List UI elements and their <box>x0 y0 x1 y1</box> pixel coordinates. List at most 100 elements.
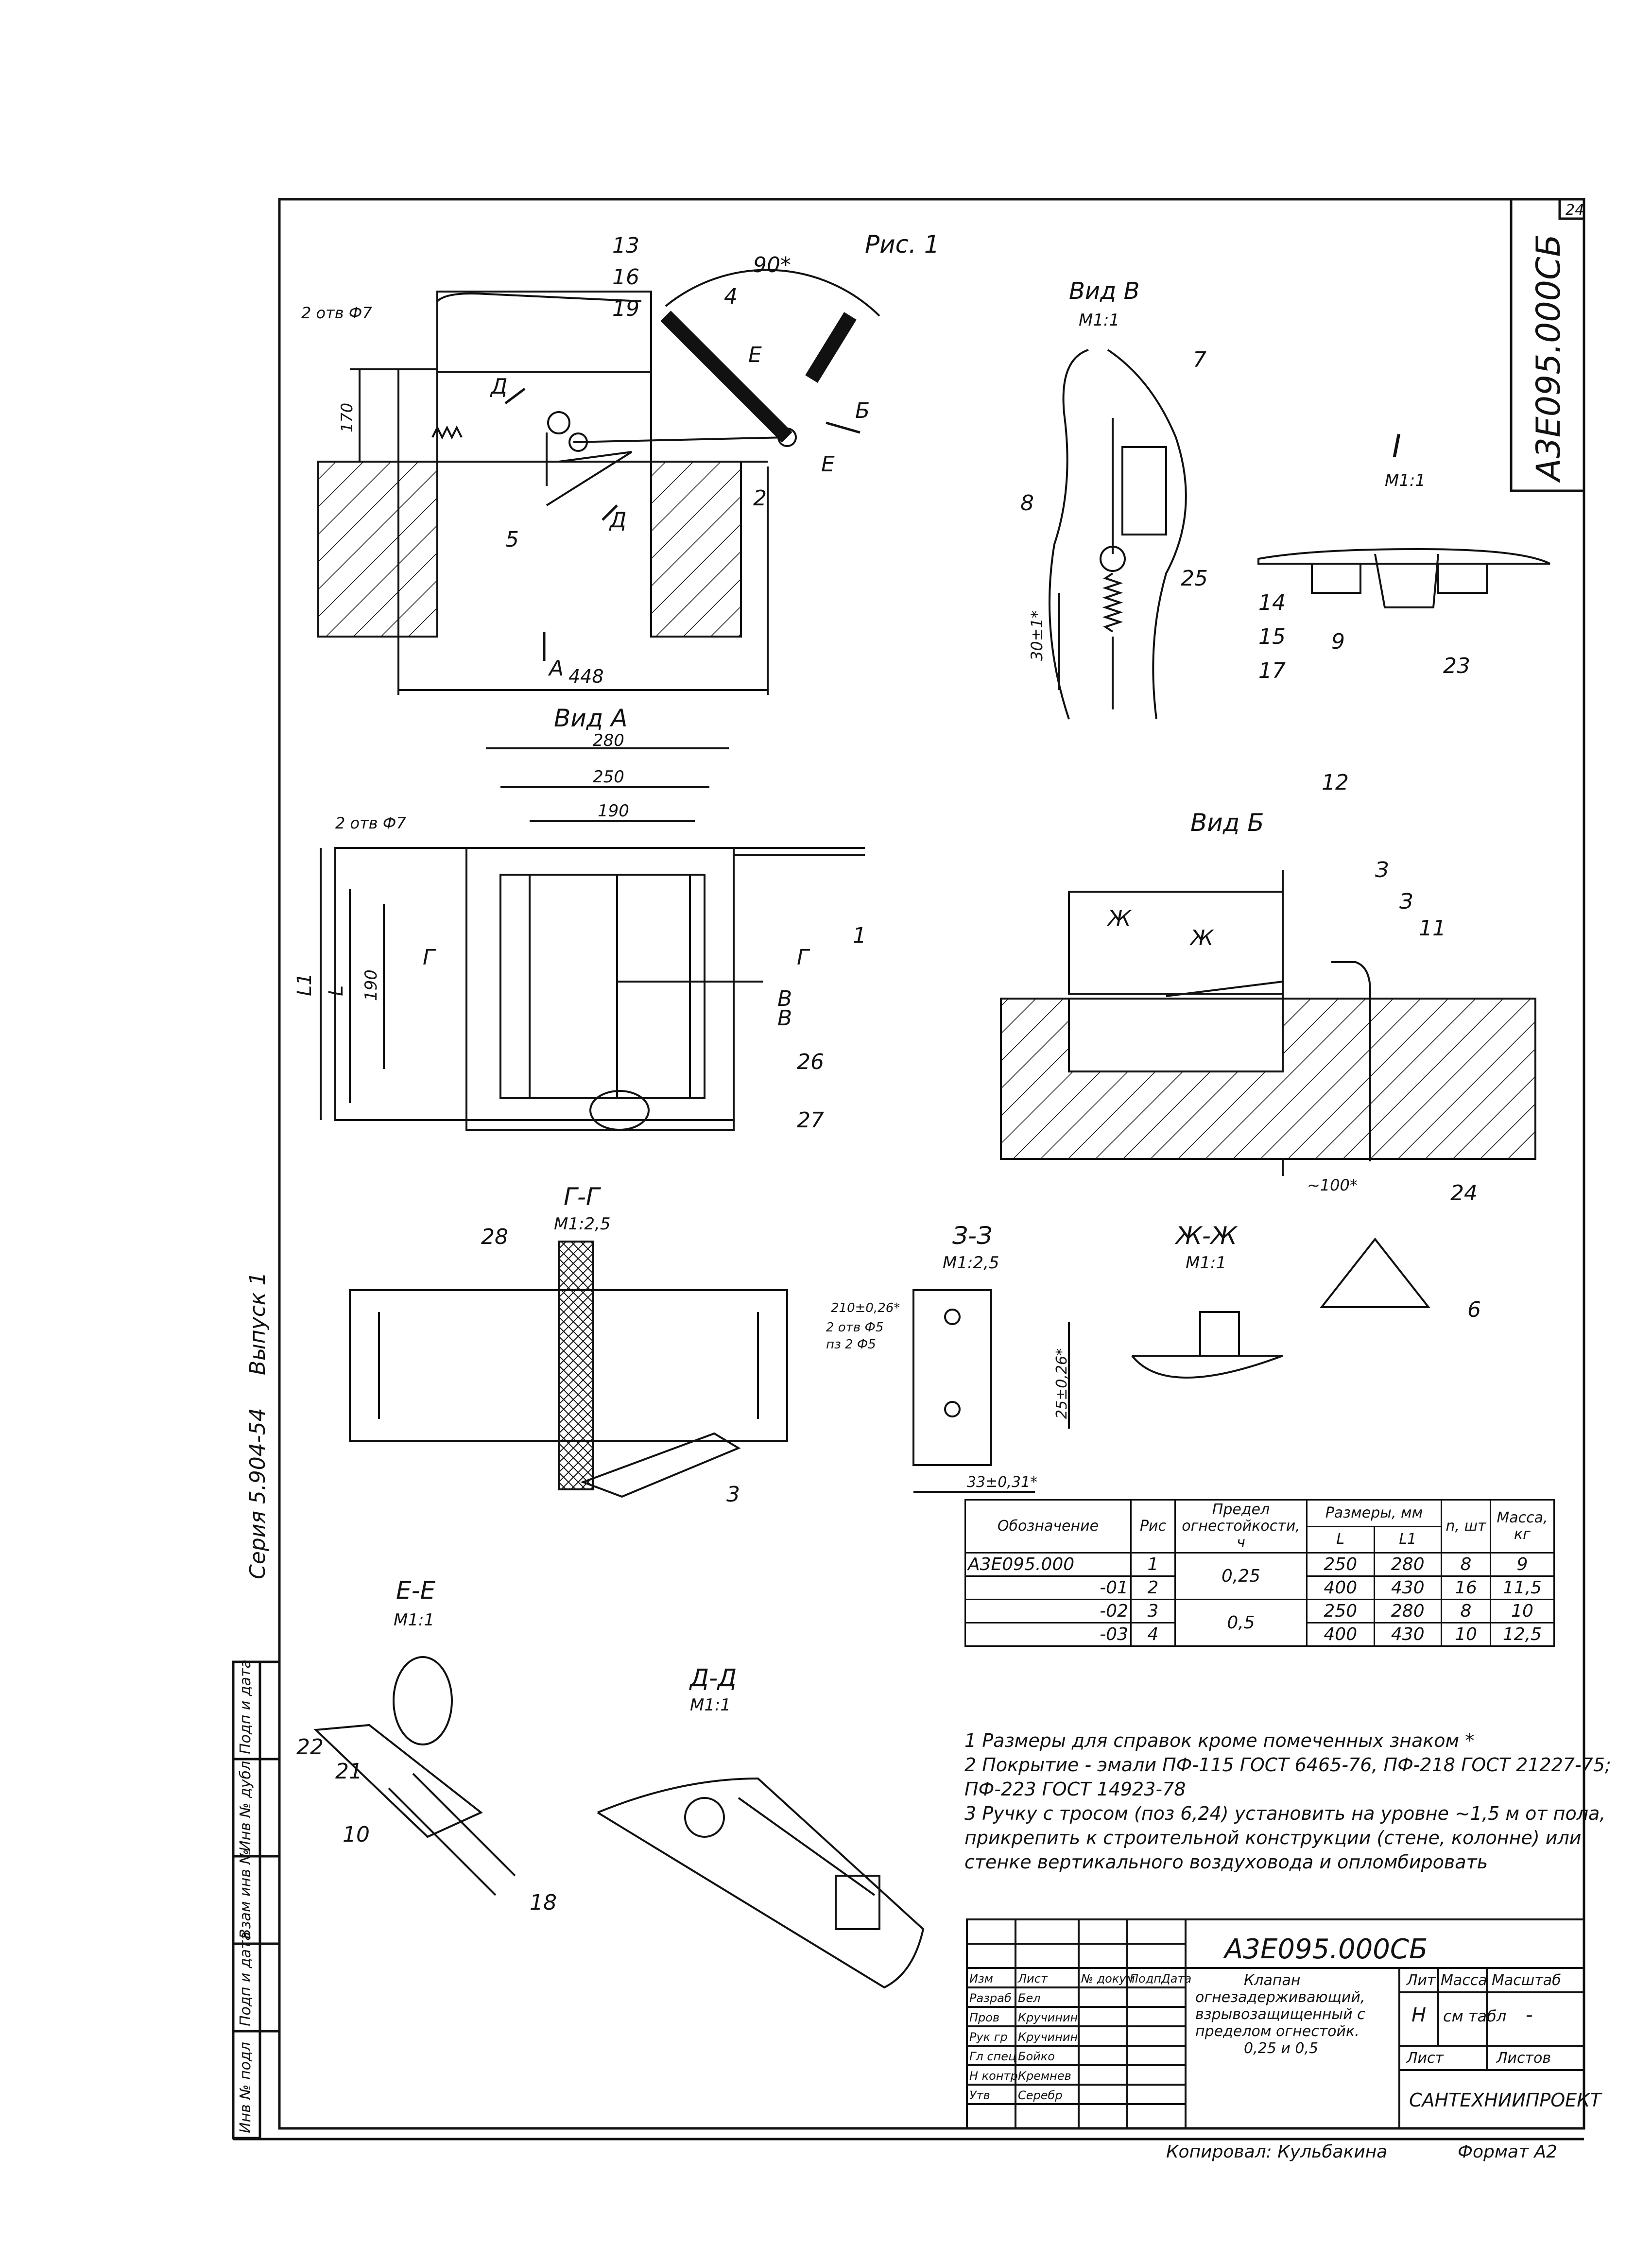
cell: -01 <box>964 1575 1132 1600</box>
note-line: стенке вертикального воздуховода и оплом… <box>964 1851 1488 1873</box>
callout-24: 24 <box>1450 1181 1478 1206</box>
stamp-label: Подп и дата <box>237 1932 254 2026</box>
section-letter: В <box>777 986 792 1011</box>
mass-value: см табл <box>1443 2007 1506 2025</box>
section-letter: Г <box>797 945 810 970</box>
callout-21: 21 <box>335 1759 362 1784</box>
cell: 1 <box>1130 1552 1176 1577</box>
spec-header: Рис <box>1130 1499 1176 1554</box>
cell: 400 <box>1306 1622 1375 1647</box>
callout-28: 28 <box>481 1225 508 1249</box>
callout-4: 4 <box>724 284 738 309</box>
series-label: Серия 5.904-54 <box>245 1408 270 1579</box>
fig1-section-view <box>317 269 880 695</box>
spec-header: Масса, кг <box>1490 1499 1555 1554</box>
title-name-line: взрывозащищенный с <box>1195 2006 1365 2023</box>
sec-zz-title: З-З <box>952 1222 992 1250</box>
tb-name: Серебр <box>1018 2089 1063 2102</box>
cell: 9 <box>1490 1552 1555 1577</box>
section-letter: А <box>548 656 564 681</box>
table-row: -01 2 400 430 16 11,5 <box>964 1575 1555 1600</box>
cell: 430 <box>1373 1622 1442 1647</box>
tb-name: Бел <box>1018 1991 1041 2005</box>
callout-27: 27 <box>797 1108 824 1133</box>
copied-by: Копировал: Кульбакина <box>1166 2142 1387 2162</box>
dim-25: 25±0,26* <box>1053 1348 1070 1419</box>
tb-name: Кручинин <box>1018 2011 1078 2024</box>
section-letter: Д <box>609 508 626 533</box>
callout-1: 1 <box>853 923 866 948</box>
tb-header: Подп <box>1130 1972 1161 1986</box>
section-letter: З <box>1399 889 1413 914</box>
table-row: -03 4 400 430 10 12,5 <box>964 1622 1555 1647</box>
section-letter: З <box>1375 858 1389 882</box>
tb-role: Гл спец <box>969 2050 1016 2063</box>
cell: 10 <box>1441 1622 1491 1647</box>
sec-zhzh-scale: М1:1 <box>1186 1253 1226 1273</box>
view-b-title: Вид Б <box>1190 809 1264 837</box>
company: САНТЕХНИИПРОЕКТ <box>1409 2089 1602 2111</box>
cell: -03 <box>964 1622 1132 1647</box>
cell: 0,25 <box>1174 1552 1308 1600</box>
otv-label-1: 2 отв Ф7 <box>301 304 372 322</box>
callout-22: 22 <box>296 1735 324 1760</box>
issue-label: Выпуск 1 <box>245 1272 270 1375</box>
stamp-label: Инв № подл <box>237 2042 254 2133</box>
section-letter: Б <box>855 398 870 423</box>
tb-role: Разраб <box>969 1991 1012 2005</box>
side-stamp-frame <box>232 1660 261 2140</box>
callout-18: 18 <box>530 1890 557 1915</box>
callout-8: 8 <box>1020 491 1034 516</box>
callout-16: 16 <box>612 265 639 290</box>
cell: 250 <box>1306 1599 1375 1623</box>
title-name-line: 0,25 и 0,5 <box>1244 2040 1318 2057</box>
callout-12: 12 <box>1322 770 1349 795</box>
sec-zz-scale: М1:2,5 <box>943 1253 999 1273</box>
drawing-frame <box>278 198 1585 2130</box>
tb-role: Утв <box>969 2089 990 2102</box>
otv-label-2: 2 отв Ф7 <box>335 814 406 832</box>
cell: А3Е095.000 <box>964 1552 1132 1577</box>
cell: -02 <box>964 1599 1132 1623</box>
tb-role: Пров <box>969 2011 999 2024</box>
cell: 400 <box>1306 1575 1375 1600</box>
callout-7: 7 <box>1193 347 1206 372</box>
spec-header: n, шт <box>1441 1499 1491 1554</box>
angle-label: 90* <box>753 253 791 277</box>
section-letter: Ж <box>1189 926 1214 950</box>
callout-2: 2 <box>753 486 767 511</box>
cell: 280 <box>1373 1552 1442 1577</box>
section-letter: В <box>777 1006 792 1031</box>
spec-header: Обозначение <box>964 1499 1132 1554</box>
dim-L1: L1 <box>293 973 316 996</box>
section-gg <box>349 1241 788 1498</box>
callout-19: 19 <box>612 296 639 321</box>
dim-30: 30±1* <box>1028 610 1046 661</box>
callout-10: 10 <box>343 1822 370 1847</box>
title-name-line: пределом огнестойк. <box>1195 2023 1359 2040</box>
view-I <box>1257 548 1550 608</box>
tb-role: Н контр <box>969 2069 1018 2083</box>
cell: 11,5 <box>1490 1575 1555 1600</box>
sec-ee-title: Е-Е <box>396 1576 436 1605</box>
callout-11: 11 <box>1419 916 1446 941</box>
section-letter: Д <box>490 374 507 399</box>
note-line: прикрепить к строительной конструкции (с… <box>964 1827 1582 1848</box>
dim-190b: 190 <box>361 969 381 1001</box>
vertical-code: А3Е095.000СБ <box>1530 234 1568 483</box>
cell: 2 <box>1130 1575 1176 1600</box>
tb-role: Изм <box>969 1972 993 1986</box>
spec-header: Размеры, мм <box>1306 1499 1442 1527</box>
dim-170: 170 <box>338 403 356 432</box>
view-a <box>320 747 865 1131</box>
title-block-code: А3Е095.000СБ <box>1223 1934 1428 1965</box>
scale-label: Масштаб <box>1492 1972 1561 1989</box>
lit-label: Лит <box>1406 1972 1436 1989</box>
cell: 3 <box>1130 1599 1176 1623</box>
sec-ee-scale: М1:1 <box>394 1610 434 1630</box>
corner-number: 24 <box>1566 202 1584 219</box>
view-b <box>1000 870 1536 1176</box>
view-v <box>1049 349 1187 720</box>
sheets-label: Листов <box>1496 2050 1551 2067</box>
format-label: Формат А2 <box>1458 2142 1557 2162</box>
